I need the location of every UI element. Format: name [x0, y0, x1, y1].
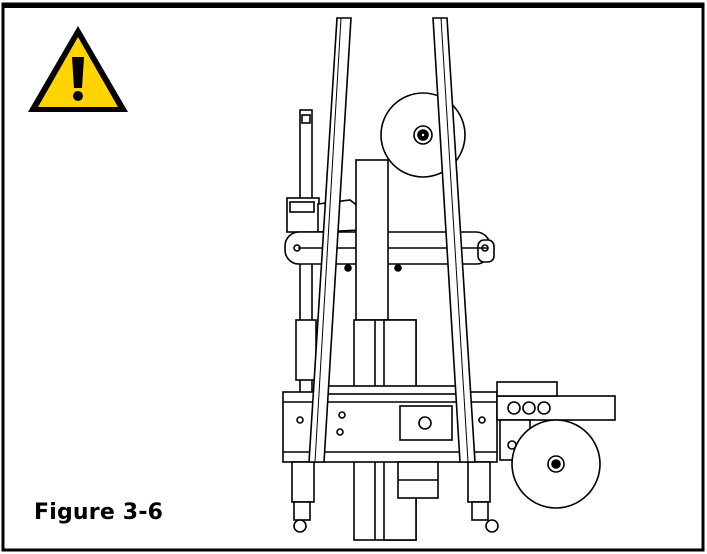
- warning-icon: [28, 26, 128, 112]
- left-leg: [291, 461, 315, 533]
- right-leg: [467, 461, 499, 533]
- lower-tape-roll: [511, 419, 601, 509]
- lifting-straps: [308, 17, 476, 463]
- figure-caption: Figure 3-6: [34, 500, 164, 525]
- side-module: [496, 381, 616, 461]
